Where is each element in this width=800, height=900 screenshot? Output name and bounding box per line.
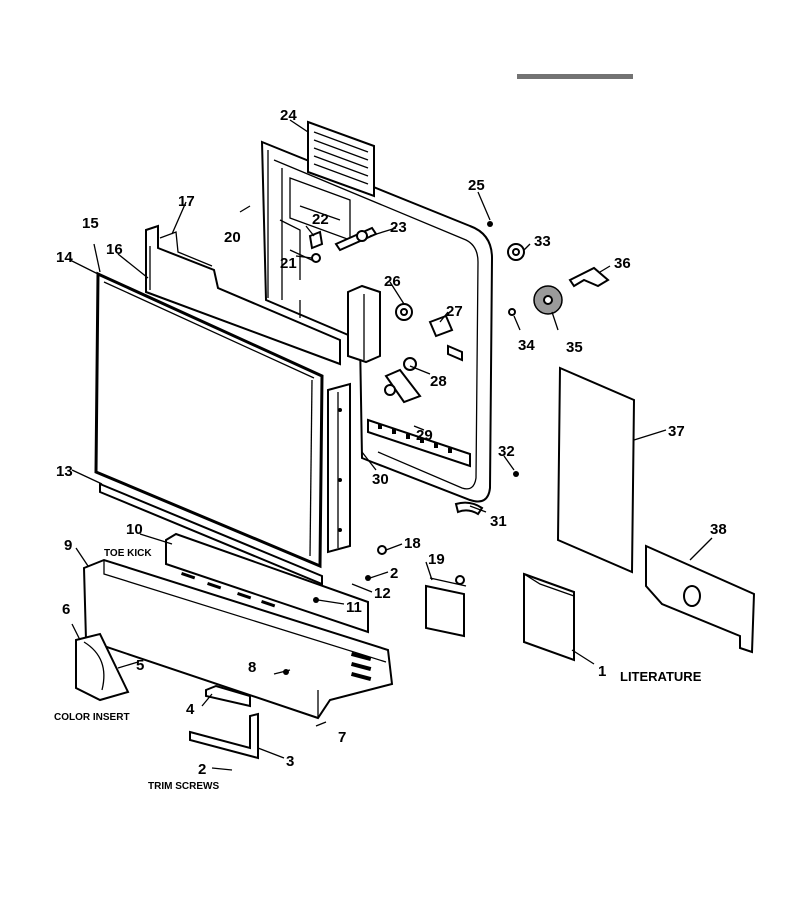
part-19 xyxy=(425,575,467,638)
label-24: 24 xyxy=(280,107,297,124)
label-25: 25 xyxy=(468,177,485,194)
vent-part-24 xyxy=(307,120,375,198)
toe-kick-panel-9 xyxy=(82,558,394,720)
label-2b: 2 xyxy=(198,761,206,778)
label-20: 20 xyxy=(224,229,241,246)
vertical-rail-30 xyxy=(327,382,351,554)
label-21: 21 xyxy=(280,255,297,272)
label-5: 5 xyxy=(136,657,144,674)
label-18: 18 xyxy=(404,535,421,552)
panel-37 xyxy=(556,366,636,574)
label-33: 33 xyxy=(534,233,551,250)
caption-literature: LITERATURE xyxy=(620,669,702,684)
label-27: 27 xyxy=(446,303,463,320)
label-36: 36 xyxy=(614,255,631,272)
label-11: 11 xyxy=(346,599,362,616)
panel-38 xyxy=(645,544,756,654)
label-23: 23 xyxy=(390,219,407,236)
bracket-4 xyxy=(205,684,251,708)
label-28: 28 xyxy=(430,373,447,390)
inner-door-frame xyxy=(260,140,494,516)
label-38: 38 xyxy=(710,521,727,538)
leader-lines xyxy=(69,119,713,759)
label-12: 12 xyxy=(374,585,391,602)
label-3: 3 xyxy=(286,753,294,770)
label-22: 22 xyxy=(312,211,329,228)
label-15: 15 xyxy=(82,215,99,232)
literature-1 xyxy=(523,572,575,662)
label-1: 1 xyxy=(598,663,606,680)
caption-trim-screws: TRIM SCREWS xyxy=(148,781,219,792)
caption-color-insert: COLOR INSERT xyxy=(54,712,130,723)
label-14: 14 xyxy=(56,249,73,266)
label-13: 13 xyxy=(56,463,73,480)
label-2a: 2 xyxy=(390,565,398,582)
label-29: 29 xyxy=(416,427,433,444)
label-9: 9 xyxy=(64,537,72,554)
label-37: 37 xyxy=(668,423,685,440)
label-31: 31 xyxy=(490,513,507,530)
label-16: 16 xyxy=(106,241,123,258)
outer-door-panel xyxy=(94,271,324,569)
label-35: 35 xyxy=(566,339,583,356)
bracket-3 xyxy=(189,712,259,760)
label-34: 34 xyxy=(518,337,535,354)
label-8: 8 xyxy=(248,659,256,676)
label-6: 6 xyxy=(62,601,70,618)
label-10: 10 xyxy=(126,521,143,538)
label-19: 19 xyxy=(428,551,445,568)
captions: TOE KICK COLOR INSERT TRIM SCREWS LITERA… xyxy=(54,548,702,792)
trim-strip-13 xyxy=(99,482,323,586)
hardware-parts xyxy=(211,205,610,771)
color-insert-5 xyxy=(75,632,130,702)
header-smudge xyxy=(517,74,633,79)
side-bracket-16-17 xyxy=(145,224,341,366)
toe-kick-bracket-10 xyxy=(165,532,369,634)
label-32: 32 xyxy=(498,443,515,460)
label-4: 4 xyxy=(186,701,195,718)
part-number-labels: 24 25 33 36 34 35 23 22 21 20 26 27 28 2… xyxy=(56,107,727,778)
caption-toe-kick: TOE KICK xyxy=(104,548,152,559)
label-17: 17 xyxy=(178,193,195,210)
label-26: 26 xyxy=(384,273,401,290)
label-30: 30 xyxy=(372,471,389,488)
label-7: 7 xyxy=(338,729,346,746)
